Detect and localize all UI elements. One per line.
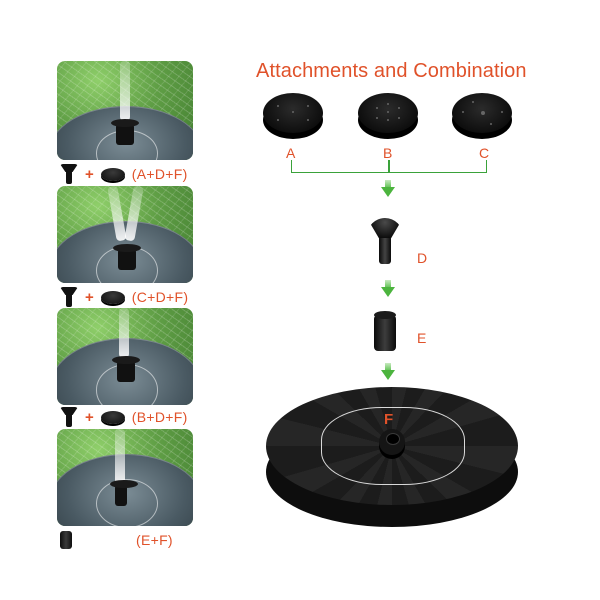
attachment-a-cap [263, 93, 323, 139]
label-e: E [417, 330, 427, 346]
arrow-down-icon [381, 180, 395, 197]
water-jet [119, 308, 129, 358]
combination-label: (C+D+F) [131, 289, 189, 305]
arrow-down-icon [381, 363, 395, 380]
bracket-connector [291, 160, 487, 173]
photo-panel-a-d-f [57, 61, 193, 160]
funnel-d-icon [60, 287, 78, 307]
plus-sign: + [85, 165, 94, 183]
label-b: B [383, 145, 393, 161]
arrow-down-icon [381, 280, 395, 297]
combination-label: (B+D+F) [131, 409, 188, 425]
water-jet [115, 429, 125, 484]
funnel-d-icon [60, 164, 78, 184]
label-f: F [384, 411, 394, 428]
photo-panel-e-f [57, 429, 193, 526]
bracket-connector-mid [388, 160, 390, 172]
plus-sign: + [85, 408, 94, 426]
extension-e-icon [60, 531, 72, 549]
label-a: A [286, 145, 296, 161]
page-title: Attachments and Combination [256, 60, 527, 82]
combination-label: (A+D+F) [131, 166, 188, 182]
photo-panel-c-d-f [57, 186, 193, 283]
cap-c-icon [100, 290, 125, 304]
cap-a-icon [100, 167, 125, 181]
attachment-c-cap [452, 93, 512, 139]
combination-row-1: + (A+D+F) [60, 164, 188, 184]
pump-outlet [379, 429, 405, 461]
combination-label: (E+F) [136, 532, 173, 548]
combination-row-3: + (B+D+F) [60, 407, 188, 427]
label-d: D [417, 250, 428, 266]
plus-sign: + [85, 288, 94, 306]
solar-fountain-pump-f: F [266, 387, 518, 527]
water-jet [120, 61, 130, 121]
funnel-d [367, 218, 403, 264]
label-c: C [479, 145, 490, 161]
attachment-b-cap [358, 93, 418, 139]
nozzle-icon [113, 244, 141, 270]
combination-row-2: + (C+D+F) [60, 287, 188, 307]
nozzle-icon [112, 356, 140, 382]
combination-row-4: (E+F) [60, 530, 173, 550]
solar-panel-outline [321, 407, 465, 485]
photo-panel-b-d-f [57, 308, 193, 405]
extension-e [374, 311, 396, 351]
nozzle-icon [111, 119, 139, 145]
funnel-d-icon [60, 407, 78, 427]
cap-b-icon [100, 410, 125, 424]
nozzle-icon [110, 480, 138, 506]
